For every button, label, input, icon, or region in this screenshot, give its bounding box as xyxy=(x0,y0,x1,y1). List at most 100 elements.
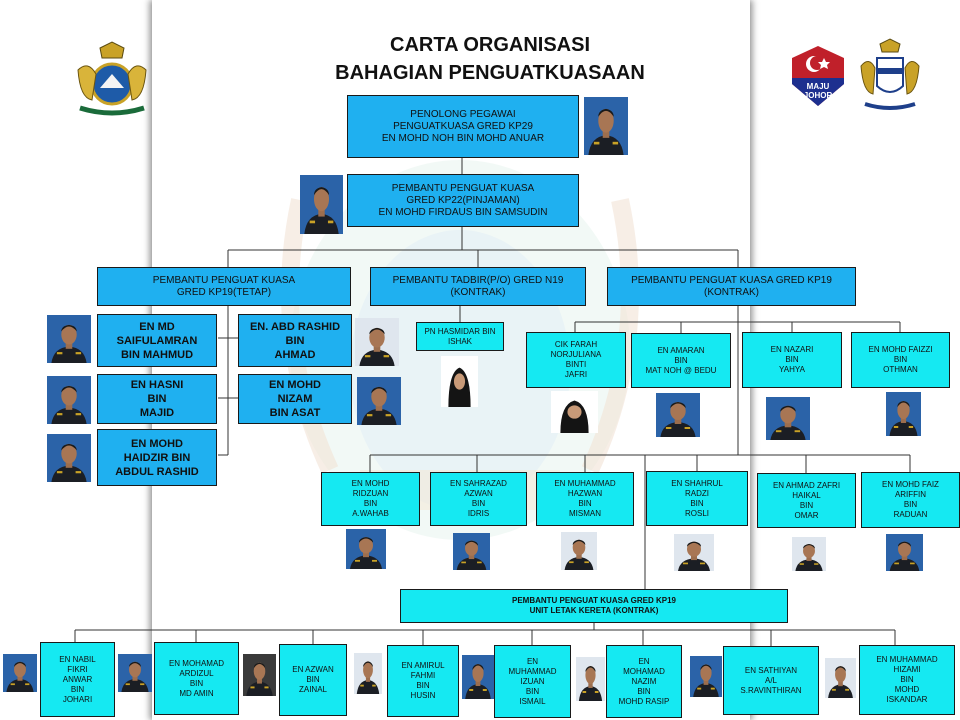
kontrak-staff-box-line: EN SHAHRUL xyxy=(671,478,723,488)
group-letak-kereta-box-line: PEMBANTU PENGUAT KUASA GRED KP19 xyxy=(511,596,676,605)
staff-photo xyxy=(346,529,386,569)
parking-staff-box-line: BIN xyxy=(189,678,204,688)
parking-staff-box-line: EN SATHIYAN xyxy=(744,665,798,675)
staff-photo xyxy=(47,376,91,424)
staff-photo xyxy=(576,657,605,701)
tetap-staff-box-line: BIN xyxy=(147,393,167,405)
deputy-officer-box-line: PEMBANTU PENGUAT KUASA xyxy=(391,182,535,194)
tetap-staff-box-line: EN MD xyxy=(139,320,175,333)
kontrak-staff-box-line: EN SAHRAZAD xyxy=(450,479,507,488)
parking-staff-box-line: MD AMIN xyxy=(179,688,214,698)
kontrak-staff-box-line: ARIFFIN xyxy=(894,490,927,499)
tetap-staff-box-line: HAIDZIR BIN xyxy=(123,451,191,464)
head-officer-box-line: EN MOHD NOH BIN MOHD ANUAR xyxy=(381,132,545,144)
kontrak-staff-box-line: EN AHMAD ZAFRI xyxy=(772,480,841,490)
kontrak-staff-box-line: BIN xyxy=(363,499,378,508)
kontrak-staff-box-line: MISMAN xyxy=(569,509,601,518)
kontrak-staff-box-line: BIN xyxy=(471,499,486,508)
kontrak-staff-box-line: ROSLI xyxy=(684,508,709,518)
tadbir-staff-box-line: PN HASMIDAR BIN xyxy=(424,326,496,336)
state-crest-icon xyxy=(860,38,920,110)
staff-photo xyxy=(462,655,494,699)
staff-photo xyxy=(584,97,628,155)
kontrak-staff-box-line: CIK FARAH xyxy=(554,340,598,349)
staff-photo xyxy=(825,658,856,698)
parking-staff-box-line: ISMAIL xyxy=(519,696,546,706)
staff-photo xyxy=(357,377,401,425)
kontrak-staff-box-line: EN MUHAMMAD xyxy=(554,479,616,488)
staff-photo xyxy=(886,534,923,571)
staff-photo xyxy=(3,654,37,692)
staff-photo xyxy=(441,356,478,407)
kontrak-staff-box-line: BIN xyxy=(799,500,814,510)
kontrak-staff-box-line: OTHMAN xyxy=(883,365,918,374)
chart-subtitle: BAHAGIAN PENGUATKUASAAN xyxy=(335,62,645,84)
staff-photo xyxy=(118,654,152,692)
tetap-staff-box-line: BIN ASAT xyxy=(269,407,321,419)
staff-photo xyxy=(300,175,343,234)
group-kp19-tetap-box-line: GRED KP19(TETAP) xyxy=(176,286,272,298)
staff-photo xyxy=(690,656,722,697)
parking-staff-box-line: BIN xyxy=(70,684,85,694)
kontrak-staff-box-line: BIN xyxy=(690,498,704,508)
kontrak-staff-box-line: RADUAN xyxy=(893,510,928,519)
kontrak-staff-box-line: EN AMARAN xyxy=(657,345,705,355)
tetap-staff-box-line: BIN MAHMUD xyxy=(120,348,194,361)
tadbir-staff-box-line: ISHAK xyxy=(447,336,472,346)
group-kp19-tetap-box-line: PEMBANTU PENGUAT KUASA xyxy=(152,274,296,286)
kontrak-staff-box-line: MAT NOH @ BEDU xyxy=(645,365,717,375)
head-officer-box-line: PENGUATKUASA GRED KP29 xyxy=(393,120,533,132)
kontrak-staff-box-line: BIN xyxy=(893,355,908,364)
head-officer-box-line: PENOLONG PEGAWAI xyxy=(410,108,516,120)
tetap-staff-box-line: EN HASNI xyxy=(130,379,184,391)
tetap-staff-box-line: SAIFULAMRAN xyxy=(116,334,198,347)
kontrak-staff-box-line: YAHYA xyxy=(779,365,805,374)
parking-staff-box-line: EN MUHAMMAD xyxy=(876,655,938,664)
kontrak-staff-box-line: IDRIS xyxy=(467,509,490,518)
chart-title: CARTA ORGANISASI xyxy=(390,34,590,56)
kontrak-staff-box-line: A.WAHAB xyxy=(352,509,389,518)
staff-photo xyxy=(674,534,714,571)
kontrak-staff-box-line: RIDZUAN xyxy=(352,489,389,498)
group-kp19-kontrak-box: PEMBANTU PENGUAT KUASA GRED KP19(KONTRAK… xyxy=(607,267,856,306)
deputy-officer-box-line: GRED KP22(PINJAMAN) xyxy=(406,194,520,206)
group-kp19-kontrak-box-line: PEMBANTU PENGUAT KUASA GRED KP19 xyxy=(631,274,832,286)
kontrak-staff-box-line: BINTI xyxy=(565,360,587,369)
group-kp19-kontrak-box-line: (KONTRAK) xyxy=(704,286,759,298)
staff-photo xyxy=(47,315,91,363)
parking-staff-box-line: EN AMIRUL xyxy=(401,661,445,670)
kontrak-staff-box-line: EN MOHD xyxy=(351,479,390,488)
maju-johor-logo-icon: MAJU JOHOR xyxy=(792,46,844,106)
kontrak-staff-box-line: AZWAN xyxy=(464,489,493,498)
staff-photo xyxy=(243,654,276,696)
parking-staff-box-line: BIN xyxy=(900,675,914,684)
parking-staff-box-line: MOHD RASIP xyxy=(618,696,670,706)
johor-crest-icon xyxy=(77,41,147,116)
parking-staff-box-line: ISKANDAR xyxy=(886,695,928,704)
group-tadbir-box-line: (KONTRAK) xyxy=(450,286,506,298)
parking-staff-box-line: BIN xyxy=(525,686,540,696)
group-tadbir-box: PEMBANTU TADBIR(P/O) GRED N19(KONTRAK) xyxy=(370,267,586,306)
staff-photo xyxy=(766,397,810,440)
group-letak-kereta-box-line: UNIT LETAK KERETA (KONTRAK) xyxy=(529,606,659,615)
parking-staff-box-line: HUSIN xyxy=(410,691,436,700)
kontrak-staff-box-line: HAIKAL xyxy=(792,490,821,500)
tetap-staff-box-line: ABDUL RASHID xyxy=(115,465,199,478)
tetap-staff-box-line: AHMAD xyxy=(274,348,316,361)
svg-text:JOHOR: JOHOR xyxy=(804,91,833,100)
group-tadbir-box-line: PEMBANTU TADBIR(P/O) GRED N19 xyxy=(392,274,564,286)
tetap-staff-box-line: EN MOHD xyxy=(131,437,183,450)
